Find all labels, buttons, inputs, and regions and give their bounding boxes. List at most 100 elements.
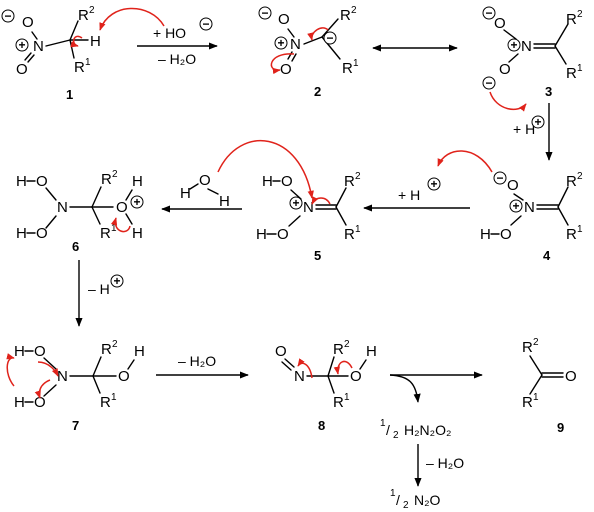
atom-h: H xyxy=(480,226,491,243)
atom-r: R xyxy=(566,173,577,190)
bond xyxy=(529,355,543,376)
superscript: 2 xyxy=(577,171,583,182)
bond xyxy=(27,54,35,63)
curly-arrow xyxy=(99,7,165,31)
atom-h: H xyxy=(16,173,27,190)
bond xyxy=(207,188,219,195)
byproduct-nitrous-oxide: 1 / 2 N₂O xyxy=(390,488,441,511)
fraction-numerator: 1 xyxy=(390,488,396,499)
curly-arrow xyxy=(333,360,353,375)
atom-o: O xyxy=(275,343,287,360)
curly-arrow xyxy=(37,361,59,377)
atom-r: R xyxy=(566,226,577,243)
charge-sign: + xyxy=(512,199,519,213)
bond xyxy=(92,375,101,394)
bond xyxy=(189,183,199,190)
compound-label: 9 xyxy=(557,420,564,435)
superscript: 1 xyxy=(344,392,350,403)
condition-label: – H₂O xyxy=(426,455,464,471)
atom-h: H xyxy=(180,185,191,202)
atom-h: H xyxy=(132,225,143,242)
bond xyxy=(529,374,543,395)
atom-o: O xyxy=(278,11,290,28)
negative-charge-icon xyxy=(482,6,496,20)
bond xyxy=(91,186,102,208)
bond xyxy=(290,189,302,200)
positive-charge-icon xyxy=(427,177,441,191)
atom-h: H xyxy=(219,193,230,210)
atom-r: R xyxy=(340,7,351,24)
atom-n: N xyxy=(290,36,301,53)
charge-sign: − xyxy=(202,17,209,31)
superscript: 2 xyxy=(533,337,539,348)
fraction-slash: / xyxy=(396,492,400,508)
compound-1: − O + N O R 2 H R 1 1 xyxy=(1,5,165,102)
bond xyxy=(288,215,301,227)
atom-h: H xyxy=(366,343,377,360)
reaction-arrow-7-8: – H₂O xyxy=(156,353,249,379)
atom-n: N xyxy=(524,199,535,216)
bond xyxy=(303,36,323,45)
atom-o: O xyxy=(36,173,48,190)
atom-o: O xyxy=(565,368,577,385)
atom-o: O xyxy=(494,15,506,32)
compound-label: 4 xyxy=(543,248,551,263)
charge-sign: − xyxy=(326,31,333,45)
atom-o: O xyxy=(22,14,34,31)
curly-arrow xyxy=(270,53,295,75)
bond xyxy=(284,358,295,368)
atom-h: H xyxy=(262,173,273,190)
bond xyxy=(125,189,133,201)
compound-4: − O + N H O R 2 R 1 4 xyxy=(437,150,583,263)
bond xyxy=(510,215,522,226)
curly-arrow xyxy=(311,196,331,205)
fraction-denominator: 2 xyxy=(393,430,399,441)
compound-7: H O N H O R 2 R 1 O H 7 xyxy=(6,339,145,433)
curly-arrow xyxy=(489,91,527,112)
curly-arrow xyxy=(70,35,83,48)
compound-9: R 2 O R 1 9 xyxy=(522,337,577,435)
condition-label: + H xyxy=(398,187,420,203)
bond xyxy=(69,20,79,41)
bond xyxy=(554,23,569,47)
superscript: 1 xyxy=(533,392,539,403)
curly-arrow xyxy=(217,139,314,199)
atom-h: H xyxy=(134,343,145,360)
curly-arrow xyxy=(34,379,51,399)
superscript: 2 xyxy=(577,9,583,20)
atom-r: R xyxy=(74,59,85,76)
bond xyxy=(327,356,335,377)
atom-r: R xyxy=(101,341,112,358)
reaction-arrow-1-2: + HO − – H₂O xyxy=(137,17,218,67)
bond xyxy=(503,29,517,40)
reaction-arrow-8-9 xyxy=(389,371,483,403)
atom-r: R xyxy=(566,65,577,82)
condition-label: – H₂O xyxy=(178,353,216,369)
compound-8: O N R 2 R 1 O H 8 xyxy=(275,339,377,433)
compound-label: 2 xyxy=(314,84,321,99)
atom-n: N xyxy=(303,199,314,216)
bond xyxy=(125,213,133,225)
charge-sign: + xyxy=(277,36,284,50)
atom-r: R xyxy=(344,226,355,243)
reaction-arrow-4-5: + H + xyxy=(363,177,470,212)
atom-o: O xyxy=(118,368,130,385)
atom-r: R xyxy=(101,171,112,188)
formula: N₂O xyxy=(414,492,441,508)
fraction-denominator: 2 xyxy=(403,500,409,511)
atom-n: N xyxy=(57,199,68,216)
negative-charge-icon xyxy=(199,17,213,31)
negative-charge-icon xyxy=(323,31,337,45)
charge-sign: − xyxy=(261,6,268,20)
negative-charge-icon xyxy=(482,76,496,90)
atom-n: N xyxy=(294,368,305,385)
charge-sign: − xyxy=(485,6,492,20)
reaction-arrow-6-7: – H + xyxy=(75,260,124,327)
curly-arrow xyxy=(307,27,329,41)
charge-sign: − xyxy=(4,9,11,23)
bond xyxy=(291,53,297,62)
compound-label: 7 xyxy=(72,418,79,433)
atom-h: H xyxy=(14,394,25,411)
bond xyxy=(127,359,135,370)
bond xyxy=(24,52,32,61)
